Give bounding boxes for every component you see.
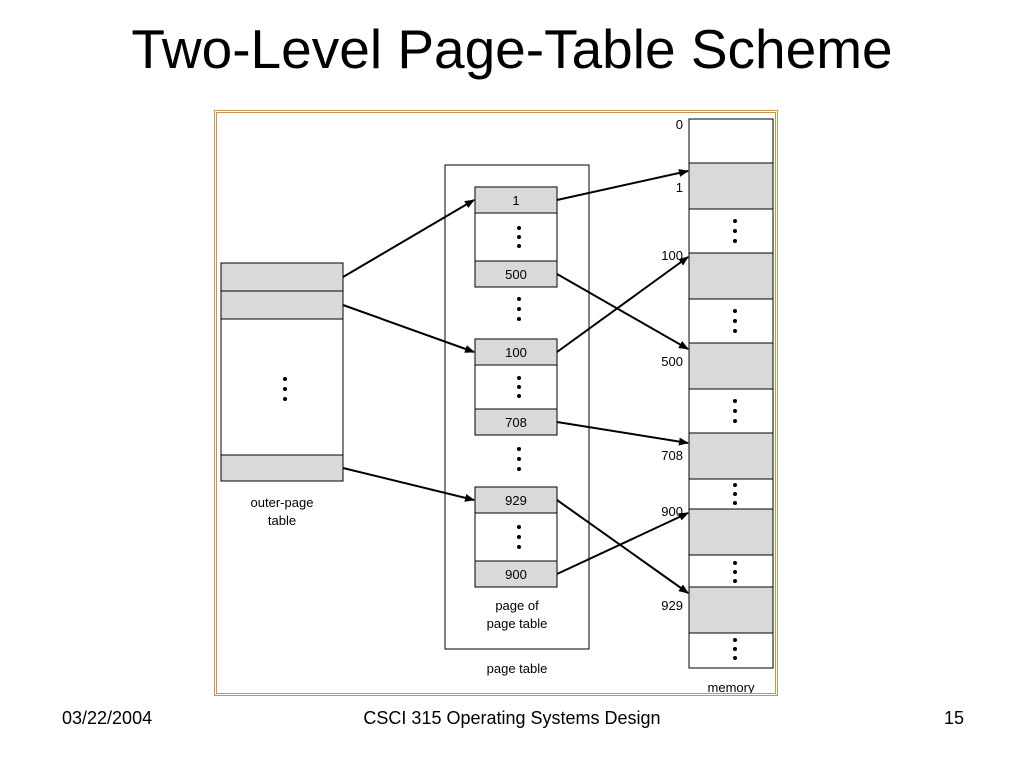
page-table-label: page table — [487, 661, 548, 676]
outer-label-line1: outer-page — [251, 495, 314, 510]
slide-title: Two-Level Page-Table Scheme — [131, 18, 893, 80]
page-table-box — [444, 164, 590, 650]
arrow-outerlast-to-table3 — [342, 467, 475, 502]
entry-900 — [474, 560, 558, 588]
arrow-entry900-to-frame900 — [556, 512, 689, 575]
memory-ellipses — [733, 219, 737, 660]
frame-1 — [688, 162, 774, 210]
outer-entry-1 — [220, 262, 344, 292]
diagram-frame: outer-page table 1 500 100 708 — [214, 110, 778, 696]
arrow-entry708-to-frame708 — [556, 421, 689, 446]
mem-addr-929: 929 — [661, 598, 683, 613]
entry-label-1: 1 — [512, 193, 519, 208]
outer-ellipsis — [283, 377, 287, 401]
arrow-entry500-to-frame500 — [556, 273, 689, 350]
arrow-entry929-to-frame929 — [556, 499, 689, 594]
footer-course: CSCI 315 Operating Systems Design — [363, 708, 661, 728]
entry-label-929: 929 — [505, 493, 527, 508]
outer-page-table — [220, 262, 344, 482]
entry-929 — [474, 486, 558, 514]
arrow-outer2-to-table2 — [342, 304, 475, 353]
outer-entry-2 — [220, 290, 344, 320]
entry-1 — [474, 186, 558, 214]
mem-addr-500: 500 — [661, 354, 683, 369]
entry-label-708: 708 — [505, 415, 527, 430]
frame-900 — [688, 508, 774, 556]
arrow-outer1-to-table1 — [342, 199, 475, 278]
inner-label-line2: page table — [487, 616, 548, 631]
footer-date: 03/22/2004 — [62, 708, 153, 728]
frame-100 — [688, 252, 774, 300]
frame-708 — [688, 432, 774, 480]
entry-label-900: 900 — [505, 567, 527, 582]
inner-table-2 — [474, 338, 558, 436]
mem-addr-900: 900 — [661, 504, 683, 519]
entry-label-500: 500 — [505, 267, 527, 282]
mem-addr-100: 100 — [661, 248, 683, 263]
arrow-entry100-to-frame100 — [556, 256, 689, 353]
mem-addr-0: 0 — [676, 117, 683, 132]
inner-label-line1: page of — [495, 598, 539, 613]
footer-page-number: 15 — [944, 708, 965, 728]
memory-label: memory — [708, 680, 755, 693]
arrow-entry1-to-frame1 — [556, 169, 689, 201]
frame-500 — [688, 342, 774, 390]
outer-entry-last — [220, 454, 344, 482]
entry-label-100: 100 — [505, 345, 527, 360]
inner-table-3 — [474, 486, 558, 588]
outer-label-line2: table — [268, 513, 296, 528]
memory-column — [688, 118, 774, 669]
page-table-diagram: outer-page table 1 500 100 708 — [220, 117, 774, 693]
frame-929 — [688, 586, 774, 634]
mem-addr-1: 1 — [676, 180, 683, 195]
pointer-arrows — [342, 169, 689, 594]
mem-addr-708: 708 — [661, 448, 683, 463]
